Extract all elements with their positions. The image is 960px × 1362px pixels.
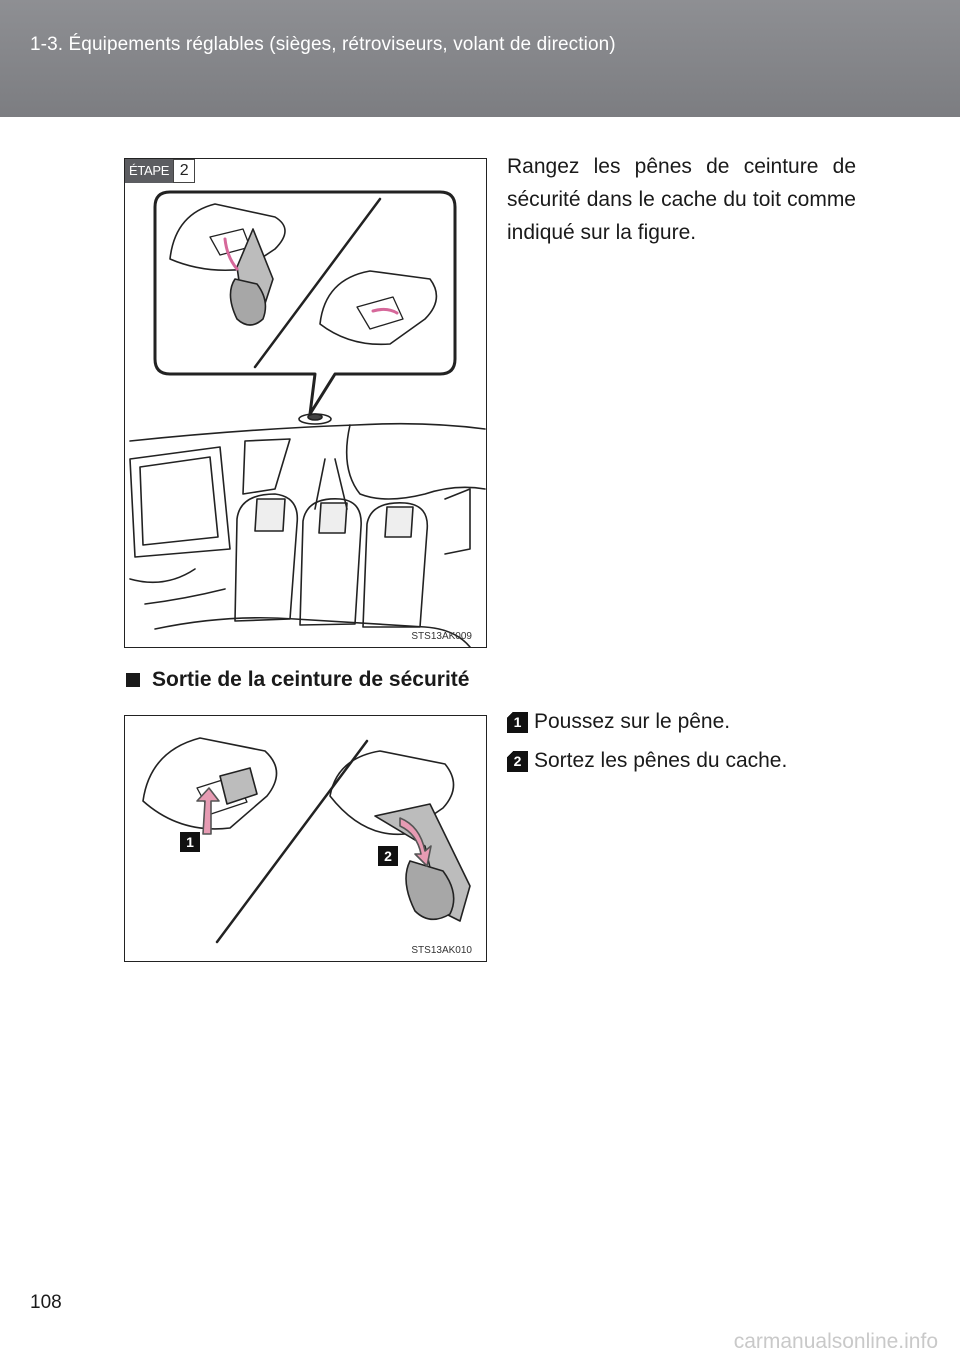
step-number: 2: [173, 159, 196, 183]
page-header: 1-3. Équipements réglables (sièges, rétr…: [0, 0, 960, 117]
step-text: Poussez sur le pêne.: [534, 710, 731, 733]
seatbelt-storage-illustration: [129, 190, 486, 647]
section-heading: Sortie de la ceinture de sécurité: [126, 668, 469, 692]
step-label: ÉTAPE: [125, 159, 174, 183]
page-number: 108: [30, 1292, 62, 1313]
step-item-2: 2 Sortez les pênes du cache.: [507, 749, 787, 773]
section-title-text: Sortie de la ceinture de sécurité: [152, 668, 470, 691]
instruction-paragraph: Rangez les pênes de ceinture de sécurité…: [507, 155, 856, 244]
square-bullet-icon: [126, 673, 140, 687]
watermark: carmanualsonline.info: [733, 1330, 938, 1353]
header-title: 1-3. Équipements réglables (sièges, rétr…: [30, 34, 616, 55]
step-item-1: 1 Poussez sur le pêne.: [507, 710, 730, 734]
figure-seatbelt-storage: ÉTAPE 2 STS13AK009: [124, 158, 487, 648]
seatbelt-release-illustration: [142, 737, 471, 944]
step-badge-icon: 1: [507, 711, 528, 733]
figure-badge-2-icon: 2: [378, 846, 398, 866]
step-text: Sortez les pênes du cache.: [534, 749, 788, 772]
figure-code: STS13AK009: [411, 631, 472, 642]
figure-code: STS13AK010: [411, 945, 472, 956]
figure-badge-1-icon: 1: [180, 832, 200, 852]
figure-seatbelt-release: 1 2 STS13AK010: [124, 715, 487, 962]
step-badge-icon: 2: [507, 750, 528, 772]
step-indicator: ÉTAPE 2: [125, 159, 196, 183]
